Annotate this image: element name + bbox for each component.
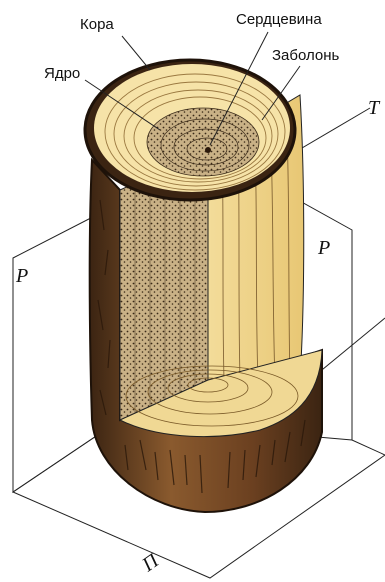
- pith-label: Сердцевина: [236, 11, 322, 28]
- sapwood-label: Заболонь: [272, 47, 340, 64]
- radial-plane-right-label: P: [317, 237, 330, 259]
- top-cross-section: [85, 60, 295, 200]
- bark-label: Кора: [80, 16, 114, 33]
- tangential-plane-label: T: [368, 97, 381, 119]
- cross-plane-label: П: [137, 549, 164, 577]
- heartwood-label: Ядро: [44, 65, 80, 82]
- radial-plane-left-label: P: [15, 265, 28, 287]
